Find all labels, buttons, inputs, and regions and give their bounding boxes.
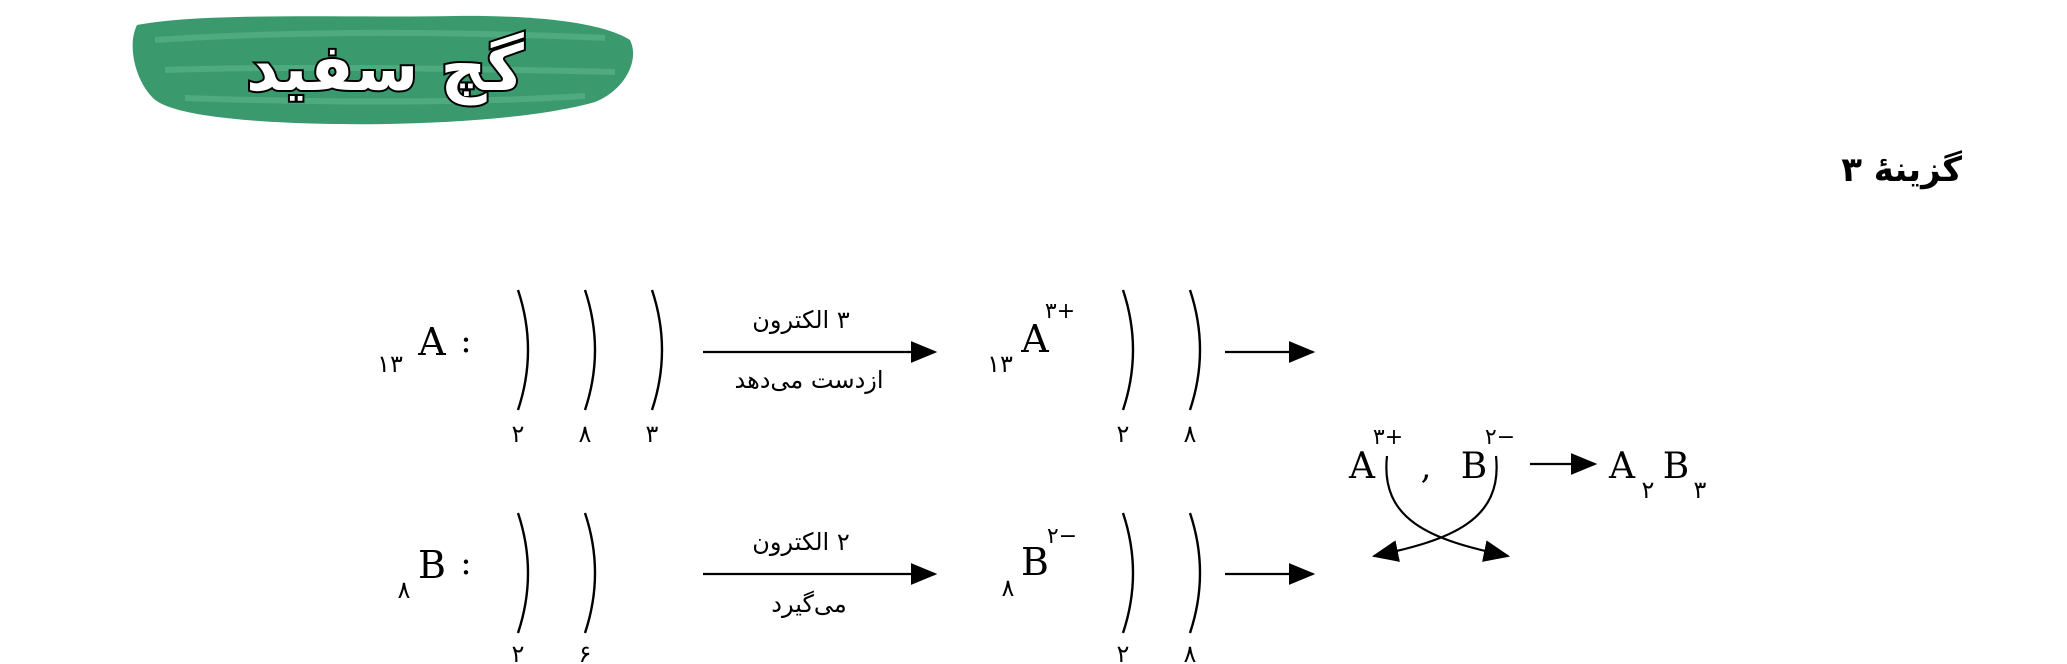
ion-combination: A ۳+ , B ۲− A ۲ B ۳ [1348, 425, 1707, 562]
shell-count: ۲ [512, 640, 525, 664]
shell-count: ۸ [1184, 420, 1197, 448]
atom-b-colon: : [460, 543, 471, 583]
shell-arc [583, 289, 597, 411]
shell-arc [1188, 512, 1202, 634]
shell-arc [516, 289, 530, 411]
shell-arc [1121, 289, 1135, 411]
shell-count: ۲ [1117, 640, 1130, 664]
shell-count: ۸ [1184, 640, 1197, 664]
reaction-label-top: ۳ الکترون [752, 306, 850, 334]
shell-count: ۲ [1117, 420, 1130, 448]
row-a: ۱۳ A : ۲ ۸ ۳ ۳ الکترون ازدست می‌دهد ۱۳ A… [377, 289, 1316, 448]
reaction-label-bottom: می‌گیرد [771, 590, 846, 618]
cation-symbol: A [1348, 446, 1376, 487]
shell-arc [516, 512, 530, 634]
atom-a-symbol: A [417, 320, 446, 364]
answer-heading: گزینهٔ ۳ [1841, 150, 1962, 190]
ion-a-charge: ۳+ [1045, 299, 1075, 324]
anion-symbol: B [1461, 446, 1487, 487]
ion-a-number: ۱۳ [987, 350, 1013, 378]
atom-a-number: ۱۳ [377, 350, 403, 378]
ion-b-number: ۸ [1002, 574, 1015, 602]
shell-count: ۳ [646, 420, 659, 448]
ion-a-symbol: A [1020, 317, 1049, 361]
brand-logo: گچ سفید [132, 15, 634, 125]
shell-count: ۶ [579, 640, 592, 664]
shell-arc [1188, 289, 1202, 411]
product-a-subscript: ۲ [1642, 476, 1655, 504]
atom-b-number: ۸ [398, 576, 411, 604]
reaction-label-bottom: ازدست می‌دهد [734, 366, 883, 394]
ion-b-charge: ۲− [1047, 524, 1077, 549]
anion-charge: ۲− [1485, 425, 1515, 450]
cation-charge: ۳+ [1373, 425, 1403, 450]
row-b: ۸ B : ۲ ۶ ۲ الکترون می‌گیرد ۸ B ۲− ۲ ۸ [398, 512, 1316, 664]
ion-b-symbol: B [1021, 540, 1049, 584]
product-b-subscript: ۳ [1694, 476, 1707, 504]
atom-a-colon: : [460, 321, 471, 361]
shell-arc [1121, 512, 1135, 634]
shell-arc [583, 512, 597, 634]
logo-text: گچ سفید [246, 31, 525, 106]
logo-brush-streak [154, 29, 616, 105]
shell-count: ۲ [512, 420, 525, 448]
shell-count: ۸ [579, 420, 592, 448]
reaction-label-top: ۲ الکترون [752, 528, 849, 556]
separator-comma: , [1421, 447, 1432, 487]
product-a-symbol: A [1608, 446, 1636, 487]
crossover-arrow [1385, 455, 1511, 562]
crossover-arrow [1371, 455, 1498, 562]
product-b-symbol: B [1663, 446, 1689, 487]
shell-arc [650, 289, 664, 411]
atom-b-symbol: B [418, 543, 446, 587]
